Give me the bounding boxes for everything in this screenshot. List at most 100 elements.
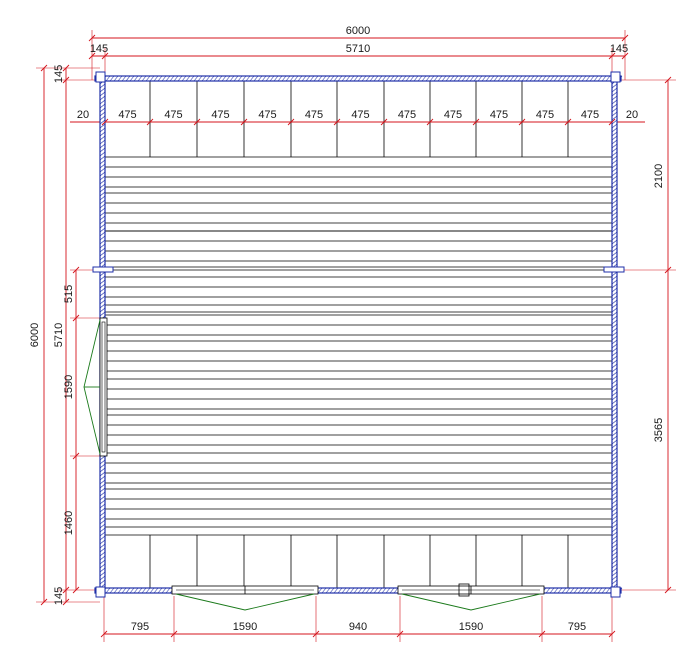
hatch-right — [611, 511, 618, 517]
dim-rafter-bay-1: 475 — [164, 109, 182, 121]
hatch-left — [99, 147, 106, 153]
hatch-bottom — [549, 587, 555, 594]
dim-tick — [608, 118, 616, 126]
hatch-top — [149, 75, 155, 82]
hatch-left — [99, 467, 106, 473]
dim-tick — [40, 598, 48, 606]
hatch-right — [611, 139, 618, 145]
hatch-right — [611, 527, 618, 533]
hatch-right — [611, 495, 618, 501]
hatch-right — [611, 543, 618, 549]
hatch-top — [477, 75, 483, 82]
hatch-right — [611, 419, 618, 425]
dim-top-right-wall: 145 — [610, 43, 628, 55]
hatch-right — [611, 551, 618, 557]
hatch-left — [99, 471, 106, 477]
hatch-top — [401, 75, 407, 82]
hatch-top — [449, 75, 455, 82]
left-dimensions: 6000 145 5710 145 515 1590 1460 — [29, 65, 100, 605]
hatch-left — [99, 487, 106, 493]
hatch-left — [99, 279, 106, 285]
hatch-right — [611, 411, 618, 417]
hatch-top — [493, 75, 499, 82]
door-handle-icon — [458, 583, 470, 597]
wall-top — [94, 75, 622, 82]
hatch-left — [99, 567, 106, 573]
hatch-left — [99, 83, 106, 89]
hatch-right — [611, 347, 618, 353]
hatch-right — [611, 555, 618, 561]
hatch-right — [611, 247, 618, 253]
hatch-bottom — [369, 587, 375, 594]
hatch-left — [99, 547, 106, 553]
hatch-top — [361, 75, 367, 82]
hatch-right — [611, 295, 618, 301]
hatch-top — [465, 75, 471, 82]
hatch-top — [329, 75, 335, 82]
hatch-right — [611, 319, 618, 325]
dim-bottom-seg-1: 795 — [131, 621, 149, 633]
hatch-top — [425, 75, 431, 82]
hatch-top — [249, 75, 255, 82]
hatch-bottom — [349, 587, 355, 594]
hatch-right — [611, 87, 618, 93]
hatch-right — [611, 571, 618, 577]
hatch-bottom — [321, 587, 327, 594]
hatch-top — [453, 75, 459, 82]
hatch-left — [99, 299, 106, 305]
hatch-right — [611, 491, 618, 497]
stud-right-mid — [603, 266, 625, 273]
dim-tick — [426, 118, 434, 126]
hatch-top — [157, 75, 163, 82]
dim-tick — [333, 118, 341, 126]
dim-tick — [664, 266, 672, 274]
hatch-bottom — [605, 587, 611, 594]
hatch-bottom — [557, 587, 563, 594]
dim-tick — [608, 630, 616, 638]
dim-tick — [62, 598, 70, 606]
hatch-left — [99, 255, 106, 261]
hatch-bottom — [393, 587, 399, 594]
door-right-swing — [401, 593, 541, 611]
hatch-left — [99, 291, 106, 297]
hatch-top — [577, 75, 583, 82]
hatch-right — [611, 271, 618, 277]
dim-left-top-wall: 145 — [53, 65, 65, 83]
hatch-left — [99, 575, 106, 581]
hatch-right — [611, 379, 618, 385]
post-top-right — [610, 71, 621, 83]
dim-right-upper: 2100 — [653, 164, 665, 188]
hatch-top — [369, 75, 375, 82]
hatch-right — [611, 407, 618, 413]
hatch-top — [285, 75, 291, 82]
dim-top-total: 6000 — [346, 25, 370, 37]
hatch-top — [537, 75, 543, 82]
hatch-bottom — [117, 587, 123, 594]
hatch-left — [99, 163, 106, 169]
hatch-top — [413, 75, 419, 82]
hatch-bottom — [597, 587, 603, 594]
dim-rafter-end-right: 20 — [626, 109, 638, 121]
hatch-top — [153, 75, 159, 82]
dim-rafter-bay-7: 475 — [444, 109, 462, 121]
hatch-top — [345, 75, 351, 82]
hatch-right — [611, 431, 618, 437]
hatch-left — [99, 483, 106, 489]
hatch-top — [225, 75, 231, 82]
hatch-top — [553, 75, 559, 82]
hatch-top — [137, 75, 143, 82]
hatch-left — [99, 523, 106, 529]
post-bottom-left — [95, 586, 106, 598]
hatch-right — [611, 503, 618, 509]
hatch-left — [99, 167, 106, 173]
hatch-top — [269, 75, 275, 82]
post-bottom-right — [610, 586, 621, 598]
dim-tick — [101, 52, 109, 60]
dim-right-lower: 3565 — [653, 418, 665, 442]
dim-tick — [72, 314, 80, 322]
hatch-right — [611, 115, 618, 121]
hatch-left — [99, 107, 106, 113]
hatch-right — [611, 443, 618, 449]
hatch-left — [99, 251, 106, 257]
